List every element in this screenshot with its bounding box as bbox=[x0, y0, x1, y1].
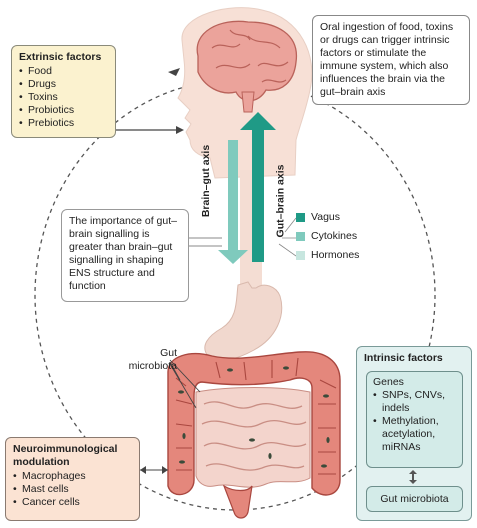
intrinsic-factors-box: Intrinsic factors Genes SNPs, CNVs, inde… bbox=[356, 346, 472, 521]
legend-item-vagus: Vagus bbox=[296, 208, 374, 227]
extrinsic-item-food: Food bbox=[19, 65, 108, 78]
extrinsic-item-probiotics: Probiotics bbox=[19, 104, 108, 117]
legend-label: Vagus bbox=[311, 211, 340, 223]
signalling-importance-note: The importance of gut–brain signalling i… bbox=[61, 209, 189, 302]
neuro-item-mast-cells: Mast cells bbox=[13, 483, 132, 496]
oral-ingestion-note: Oral ingestion of food, toxins or drugs … bbox=[312, 15, 470, 105]
legend-item-cytokines: Cytokines bbox=[296, 227, 374, 246]
brain-gut-axis-arrow bbox=[218, 140, 248, 264]
extrinsic-item-drugs: Drugs bbox=[19, 78, 108, 91]
genes-title: Genes bbox=[373, 376, 404, 388]
neuro-item-macrophages: Macrophages bbox=[13, 470, 132, 483]
neuroimmunological-title: Neuroimmunological modulation bbox=[13, 443, 118, 468]
hormones-swatch bbox=[296, 251, 305, 260]
genes-item-variants: SNPs, CNVs, indels bbox=[373, 389, 456, 415]
microbes bbox=[178, 366, 330, 468]
neuroimmunological-box: Neuroimmunological modulation Macrophage… bbox=[5, 437, 140, 521]
up-down-arrow-icon bbox=[409, 470, 417, 484]
small-intestine bbox=[195, 387, 311, 488]
legend-label: Cytokines bbox=[311, 230, 358, 242]
legend-label: Hormones bbox=[311, 249, 360, 261]
intrinsic-factors-title: Intrinsic factors bbox=[364, 352, 443, 364]
stomach bbox=[204, 281, 283, 361]
genes-item-epigenetic: Methylation, acetylation, miRNAs bbox=[373, 415, 456, 454]
gut-brain-axis-label: Gut–brain axis bbox=[274, 164, 287, 238]
neuro-item-cancer-cells: Cancer cells bbox=[13, 496, 132, 509]
large-intestine bbox=[167, 351, 341, 496]
vagus-swatch bbox=[296, 213, 305, 222]
extrinsic-factors-box: Extrinsic factors Food Drugs Toxins Prob… bbox=[11, 45, 116, 138]
signal-legend: Vagus Cytokines Hormones bbox=[296, 208, 374, 270]
gut-brain-axis-arrow bbox=[240, 112, 276, 262]
extrinsic-item-toxins: Toxins bbox=[19, 91, 108, 104]
brain-gut-axis-label: Brain–gut axis bbox=[200, 144, 213, 218]
genes-box: Genes SNPs, CNVs, indels Methylation, ac… bbox=[366, 371, 463, 468]
gut-microbiota-label: Gut microbiota bbox=[128, 347, 177, 372]
extrinsic-item-prebiotics: Prebiotics bbox=[19, 117, 108, 130]
extrinsic-factors-title: Extrinsic factors bbox=[19, 51, 102, 63]
gut-microbiota-box: Gut microbiota bbox=[366, 486, 463, 512]
legend-item-hormones: Hormones bbox=[296, 246, 374, 265]
cytokines-swatch bbox=[296, 232, 305, 241]
